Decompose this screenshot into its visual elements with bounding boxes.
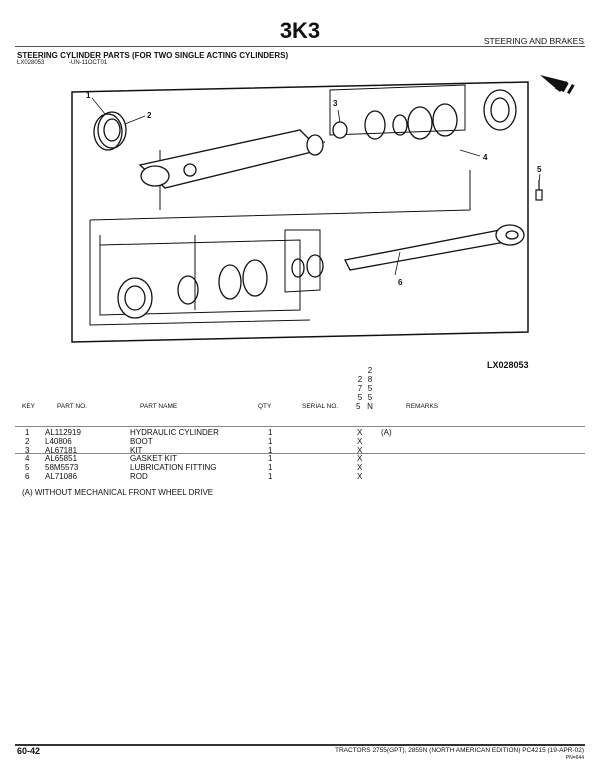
col-key: KEY (22, 403, 36, 410)
table-row: 2 L40806 BOOT 1 X (15, 437, 600, 446)
table-rule (15, 453, 585, 454)
callout-2: 2 (147, 111, 152, 120)
figure-id: LX028053 (17, 60, 45, 66)
header-rule (15, 46, 585, 47)
col-model-2755: 2755 (357, 375, 363, 402)
col-qty: QTY (258, 403, 272, 410)
col-serial: SERIAL NO. (302, 403, 339, 410)
cell-qty: 1 (268, 428, 273, 437)
callout-6: 6 (398, 278, 403, 287)
cell-m1: X (357, 445, 363, 455)
cell-part-no: L40806 (45, 436, 72, 446)
cell-part-name: KIT (130, 445, 143, 455)
callout-3: 3 (333, 99, 338, 108)
cell-part-no: AL71086 (45, 472, 78, 481)
cell-part-name: GASKET KIT (130, 454, 177, 464)
cell-part-name: ROD (130, 472, 148, 481)
table-rule (15, 426, 585, 427)
page-number: 60-42 (17, 746, 41, 756)
diagram-frame (71, 81, 529, 343)
cell-m1: X (357, 428, 363, 437)
cell-qty: 1 (268, 454, 273, 464)
cell-qty: 1 (268, 436, 273, 446)
cell-m1: X (357, 463, 363, 473)
cell-part-no: AL67181 (45, 445, 78, 455)
cell-key: 5 (25, 463, 30, 473)
cell-part-name: HYDRAULIC CYLINDER (130, 428, 219, 437)
table-row: 6 AL71086 ROD 1 X (15, 472, 600, 481)
cell-part-name: BOOT (130, 436, 153, 446)
rod (344, 224, 525, 271)
cell-key: 2 (25, 436, 30, 446)
cell-m1: X (357, 436, 363, 446)
leader-lines (91, 97, 541, 276)
lubrication-fitting (535, 180, 543, 201)
boot (93, 111, 127, 151)
footnote: (A) WITHOUT MECHANICAL FRONT WHEEL DRIVE (22, 488, 214, 497)
table-row: 1 AL112919 HYDRAULIC CYLINDER 1 X (A) (15, 428, 600, 437)
cell-part-no: AL112919 (45, 428, 81, 437)
cell-part-no: AL65851 (45, 454, 78, 464)
callout-4: 4 (483, 153, 488, 162)
table-row: 3 AL67181 KIT 1 X (15, 446, 600, 455)
figure-date-code: -UN-11OCT01 (69, 60, 108, 66)
cell-qty: 1 (268, 472, 273, 481)
seal-kit (332, 89, 517, 140)
cell-remarks: (A) (381, 428, 392, 437)
footer-rule (15, 744, 585, 746)
cell-key: 1 (25, 428, 30, 437)
model-2755-last: 5 (356, 402, 361, 411)
callout-1: 1 (86, 91, 91, 100)
page-title: 3K3 (279, 18, 321, 43)
cell-key: 4 (25, 454, 30, 464)
col-part-no: PART NO. (57, 403, 87, 410)
cell-key: 6 (25, 472, 30, 481)
footer-text: TRACTORS 2755(GPT), 2855N (NORTH AMERICA… (335, 747, 584, 754)
table-row: 5 58M5573 LUBRICATION FITTING 1 X (15, 463, 600, 472)
col-remarks: REMARKS (406, 403, 439, 410)
figure-subtitle: STEERING CYLINDER PARTS (FOR TWO SINGLE … (17, 51, 289, 60)
gasket-kit (117, 254, 324, 319)
cell-qty: 1 (268, 445, 273, 455)
cell-m1: X (357, 454, 363, 464)
cell-m1: X (357, 472, 363, 481)
cell-part-name: LUBRICATION FITTING (130, 463, 217, 473)
direction-arrow-icon (540, 75, 575, 95)
cell-qty: 1 (268, 463, 273, 473)
section-name: STEERING AND BRAKES (483, 36, 584, 46)
exploded-parts-diagram: 1 2 3 4 5 6 (71, 75, 575, 343)
hydraulic-cylinder (138, 129, 324, 189)
figure-label: LX028053 (487, 360, 529, 370)
footer-pn: PN=644 (565, 755, 584, 761)
table-row: 4 AL65851 GASKET KIT 1 X (15, 454, 600, 463)
cell-part-no: 58M5573 (45, 463, 79, 473)
col-part-name: PART NAME (140, 403, 178, 410)
callout-5: 5 (537, 165, 542, 174)
cell-key: 3 (25, 445, 30, 455)
